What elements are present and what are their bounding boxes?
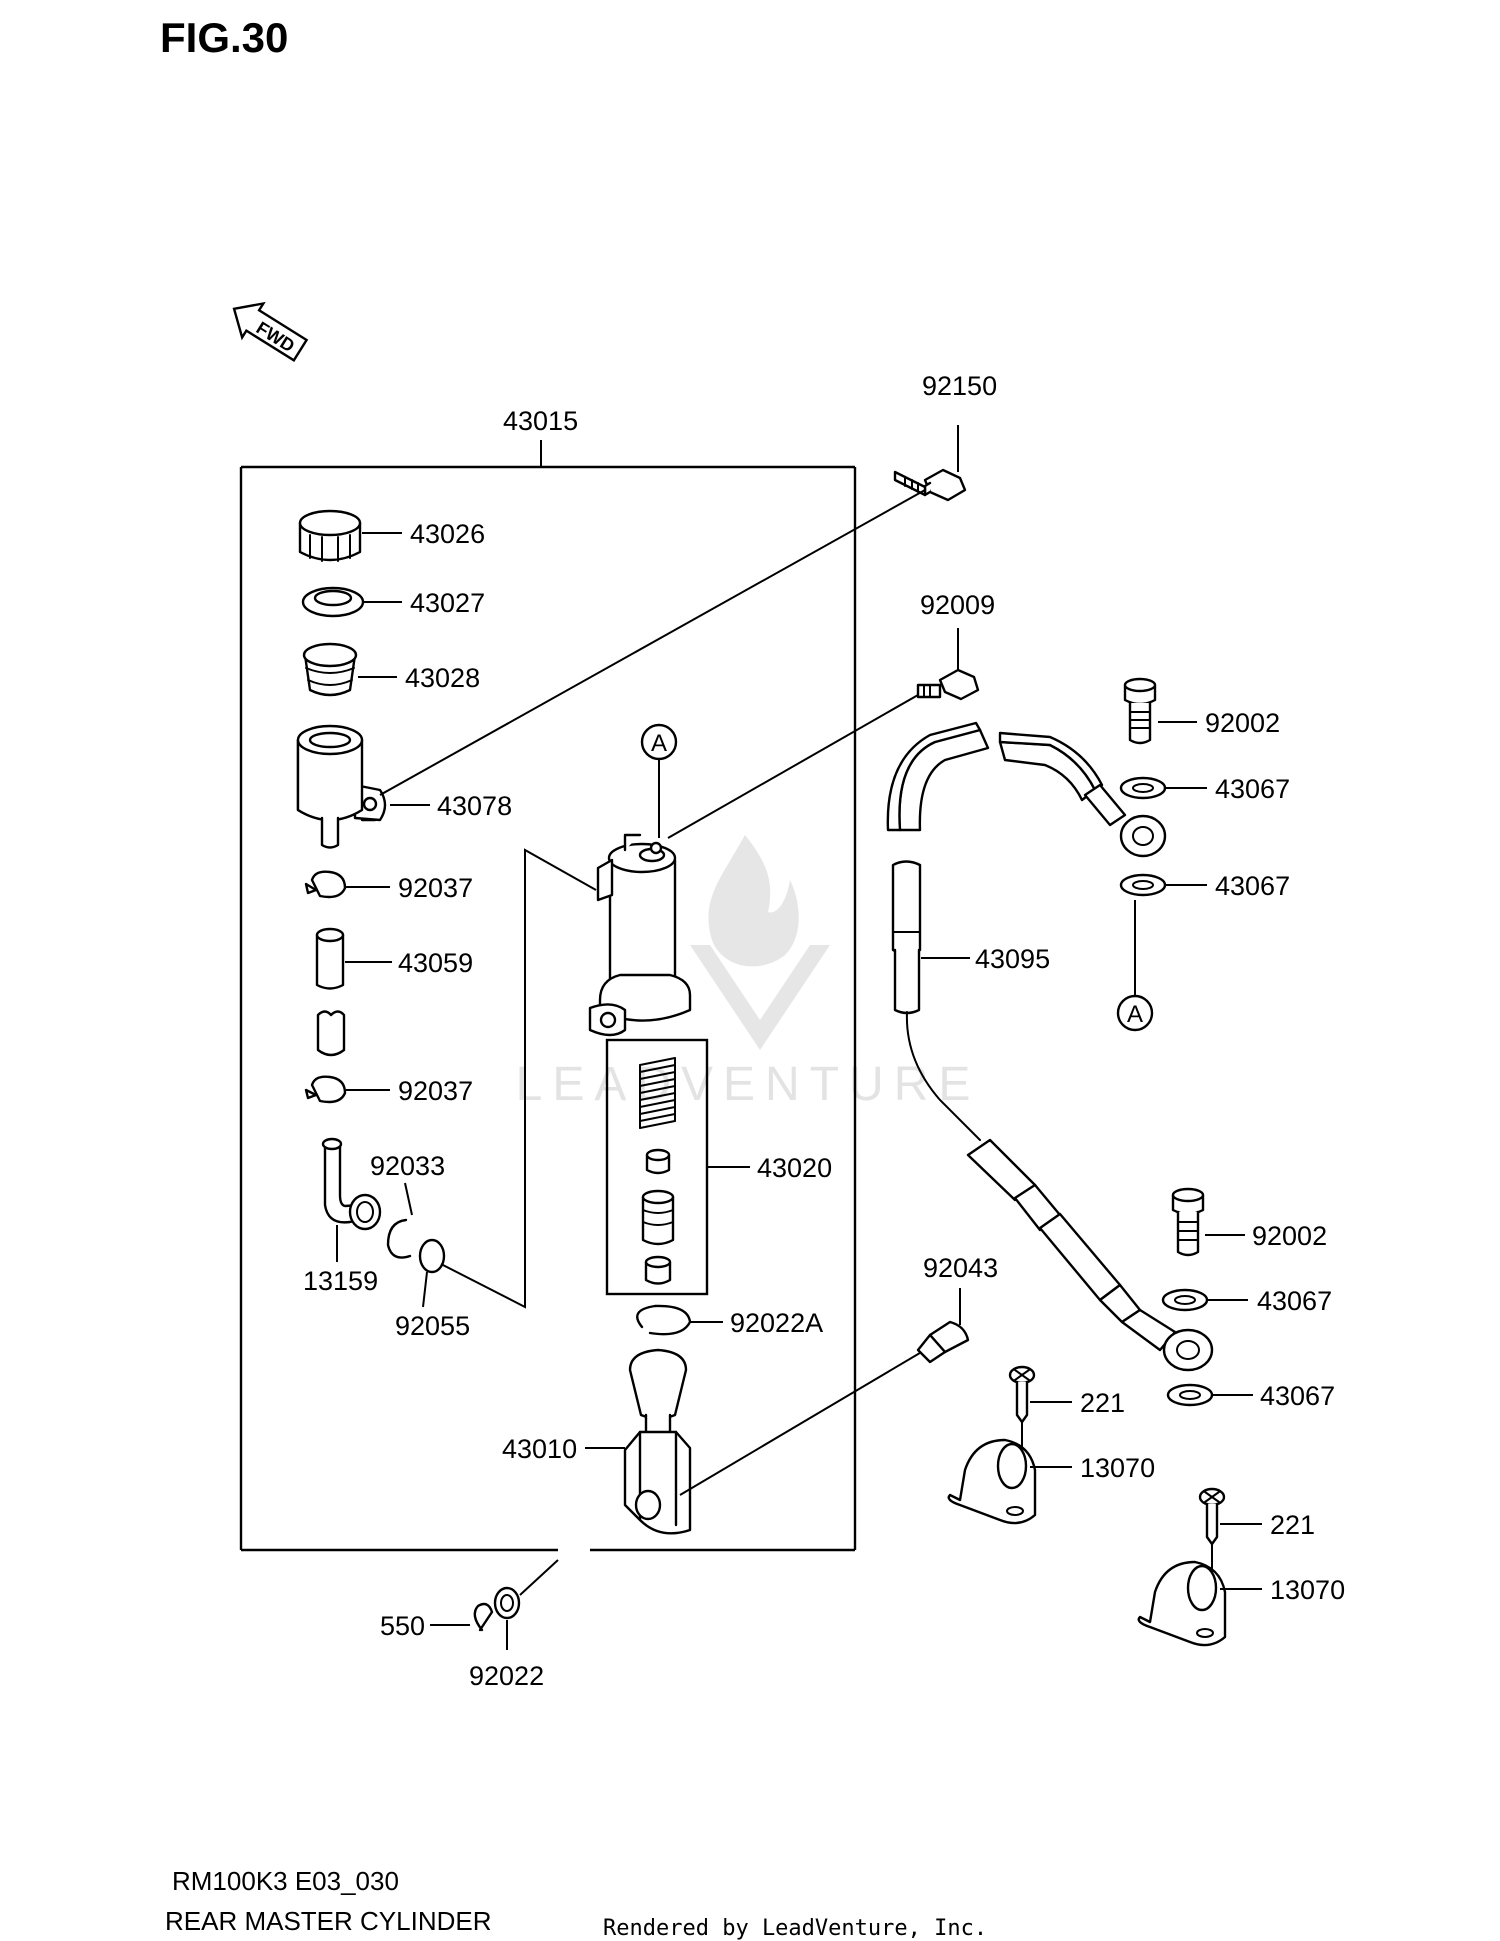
- sealing-washer-1: 43067: [1119, 774, 1290, 804]
- sealing-washer-3: 43067: [1161, 1286, 1332, 1316]
- hose-joint-fitting: 13159: [303, 1137, 382, 1296]
- callout-43067-2: 43067: [1215, 871, 1290, 901]
- callout-43015: 43015: [503, 406, 578, 436]
- callout-92033: 92033: [370, 1151, 445, 1181]
- model-code: RM100K3 E03_030: [172, 1866, 399, 1896]
- callout-92022A: 92022A: [730, 1308, 823, 1338]
- bolt-92009: 92009: [667, 590, 995, 839]
- figure-title: FIG.30: [160, 14, 288, 61]
- screw-221-lower: 221: [1198, 1487, 1315, 1627]
- reservoir-cap: 43026: [298, 509, 485, 562]
- sealing-washer-4: 43067: [1166, 1381, 1335, 1411]
- callout-221-upper: 221: [1080, 1388, 1125, 1418]
- callout-92043: 92043: [923, 1253, 998, 1283]
- diaphragm-plate: 43027: [301, 586, 485, 618]
- callout-92037-upper: 92037: [398, 873, 473, 903]
- ref-a-lower-label: A: [1127, 1001, 1143, 1028]
- callout-43026: 43026: [410, 519, 485, 549]
- callout-43067-1: 43067: [1215, 774, 1290, 804]
- callout-43059: 43059: [398, 948, 473, 978]
- ref-a-upper-label: A: [651, 730, 667, 757]
- reservoir-body: 43078: [296, 724, 512, 849]
- clevis-pin: 92043: [916, 1253, 998, 1364]
- master-cylinder-body: [588, 833, 692, 1037]
- callout-43095: 43095: [975, 944, 1050, 974]
- callout-92002-lower: 92002: [1252, 1221, 1327, 1251]
- kit-box-43020: [605, 1038, 709, 1296]
- hose-clamp-upper: 92037: [304, 870, 473, 903]
- callout-13070-lower: 13070: [1270, 1575, 1345, 1605]
- callout-43027: 43027: [410, 588, 485, 618]
- hose-clamp-lower: 92037: [304, 1075, 473, 1106]
- bolt-92150: 92150: [379, 371, 997, 796]
- callout-43067-4: 43067: [1260, 1381, 1335, 1411]
- callout-13070-upper: 13070: [1080, 1453, 1155, 1483]
- callout-13159: 13159: [303, 1266, 378, 1296]
- assembly-bracket-43015: 43015: [239, 406, 857, 1552]
- union-bolt-lower: 92002: [1171, 1187, 1327, 1257]
- push-rod: 43010: [502, 1346, 931, 1535]
- callout-92037-lower: 92037: [398, 1076, 473, 1106]
- union-bolt-upper: 92002: [1123, 677, 1280, 745]
- cotter-pin: 550: [380, 1602, 494, 1641]
- callout-92150: 92150: [922, 371, 997, 401]
- callout-43020: 43020: [757, 1153, 832, 1183]
- callout-221-lower: 221: [1270, 1510, 1315, 1540]
- callout-92009: 92009: [920, 590, 995, 620]
- callout-43078: 43078: [437, 791, 512, 821]
- plain-washer: 92022: [469, 1559, 559, 1691]
- reference-marker-a-lower: A: [1116, 900, 1154, 1032]
- diaphragm: 43028: [302, 642, 480, 697]
- brake-hose: 43095: [886, 721, 1214, 1372]
- piston-kit: 43020: [639, 1057, 832, 1285]
- fwd-arrow-icon: FWD: [232, 301, 309, 362]
- callout-43028: 43028: [405, 663, 480, 693]
- hose-clamp-13070-upper: 13070: [947, 1438, 1155, 1525]
- watermark: LEADVENTURE: [516, 835, 981, 1111]
- screw-221-upper: 221: [1008, 1365, 1125, 1505]
- reservoir-hose: 43059: [315, 927, 473, 1057]
- retaining-clip: 92033: [370, 1151, 445, 1259]
- circlip: 92022A: [636, 1304, 823, 1338]
- o-ring: 92055: [395, 848, 597, 1341]
- callout-43010: 43010: [502, 1434, 577, 1464]
- callout-92055: 92055: [395, 1311, 470, 1341]
- reference-marker-a-upper: A: [640, 723, 678, 838]
- sealing-washer-2: 43067: [1119, 871, 1290, 901]
- callout-550: 550: [380, 1611, 425, 1641]
- hose-clamp-13070-lower: 13070: [1137, 1560, 1345, 1647]
- callout-43067-3: 43067: [1257, 1286, 1332, 1316]
- diagram-caption: REAR MASTER CYLINDER: [165, 1906, 492, 1936]
- render-credit: Rendered by LeadVenture, Inc.: [603, 1916, 987, 1941]
- callout-92022: 92022: [469, 1661, 544, 1691]
- callout-92002-upper: 92002: [1205, 708, 1280, 738]
- watermark-text: LEADVENTURE: [516, 1058, 981, 1111]
